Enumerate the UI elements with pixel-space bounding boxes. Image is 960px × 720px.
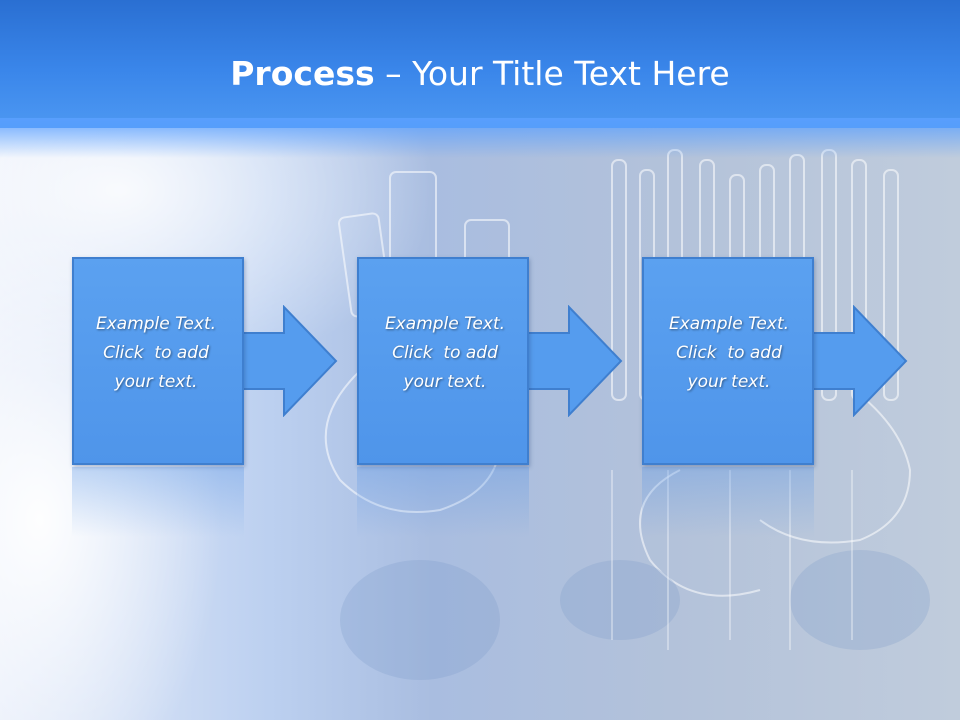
step-1-text[interactable]: Example Text. Click to add your text. (70, 310, 242, 397)
step-3-box[interactable] (642, 257, 814, 465)
title-bar-glow (0, 118, 960, 158)
step-1-line-3: your text. (114, 372, 198, 392)
step-2-line-2: Click to add (392, 343, 498, 363)
arrow-1 (237, 305, 338, 417)
step-2-box[interactable] (357, 257, 529, 465)
step-1-reflection (72, 467, 244, 537)
step-2-line-1: Example Text. (384, 314, 506, 334)
slide-title-rest: – Your Title Text Here (374, 54, 730, 93)
step-1-line-2: Click to add (103, 343, 209, 363)
step-3-line-3: your text. (687, 372, 771, 392)
title-bar (0, 0, 960, 128)
slide-title-bold: Process (230, 54, 375, 93)
step-3-line-1: Example Text. (668, 314, 790, 334)
step-3-reflection (642, 467, 814, 537)
step-2-reflection (357, 467, 529, 537)
arrow-3 (807, 305, 908, 417)
step-2-text[interactable]: Example Text. Click to add your text. (359, 310, 531, 397)
slide-title[interactable]: Process – Your Title Text Here (0, 52, 960, 96)
step-2-line-3: your text. (403, 372, 487, 392)
step-3-line-2: Click to add (676, 343, 782, 363)
step-1-line-1: Example Text. (95, 314, 217, 334)
step-3-text[interactable]: Example Text. Click to add your text. (643, 310, 815, 397)
step-1-box[interactable] (72, 257, 244, 465)
arrow-2 (522, 305, 623, 417)
